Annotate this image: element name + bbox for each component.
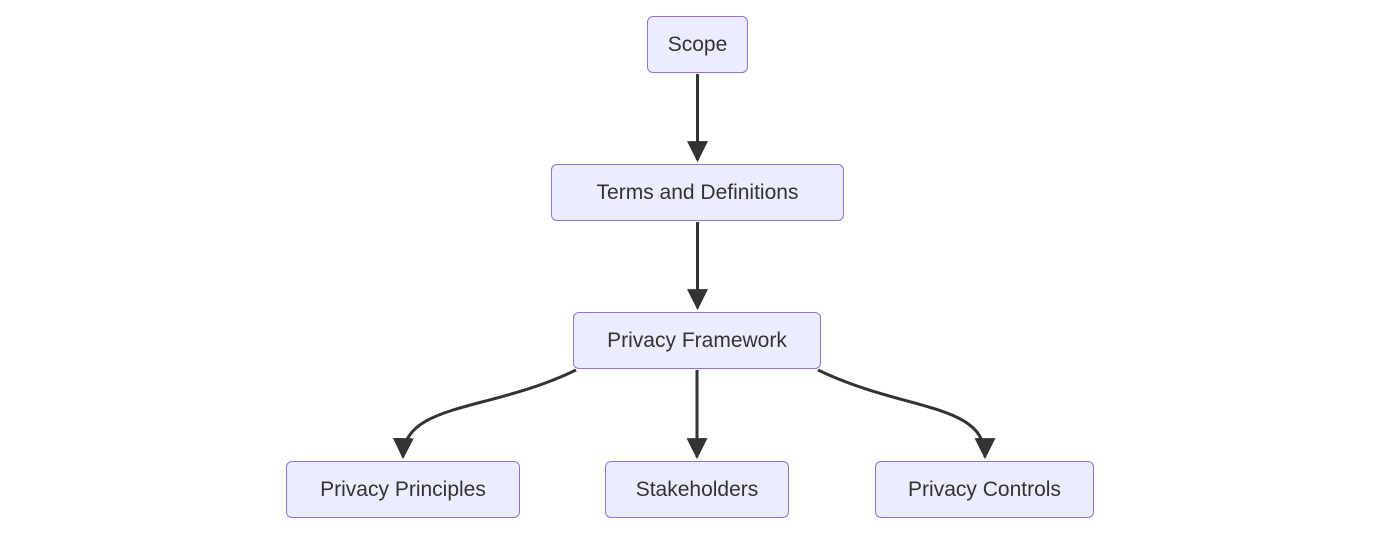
node-scope-label: Scope (667, 32, 728, 56)
edge-framework-to-controls (817, 368, 996, 460)
node-privacy-controls: Privacy Controls (875, 461, 1094, 518)
node-privacy-principles-label: Privacy Principles (320, 477, 486, 501)
node-privacy-framework: Privacy Framework (573, 312, 821, 369)
node-stakeholders-label: Stakeholders (635, 477, 759, 501)
node-privacy-principles: Privacy Principles (286, 461, 520, 518)
node-scope: Scope (647, 16, 748, 73)
node-terms-and-definitions-label: Terms and Definitions (596, 180, 799, 204)
node-terms-and-definitions: Terms and Definitions (551, 164, 844, 221)
node-privacy-framework-label: Privacy Framework (607, 328, 787, 352)
edge-framework-to-principles (392, 368, 577, 460)
node-privacy-controls-label: Privacy Controls (908, 477, 1061, 501)
node-stakeholders: Stakeholders (605, 461, 789, 518)
